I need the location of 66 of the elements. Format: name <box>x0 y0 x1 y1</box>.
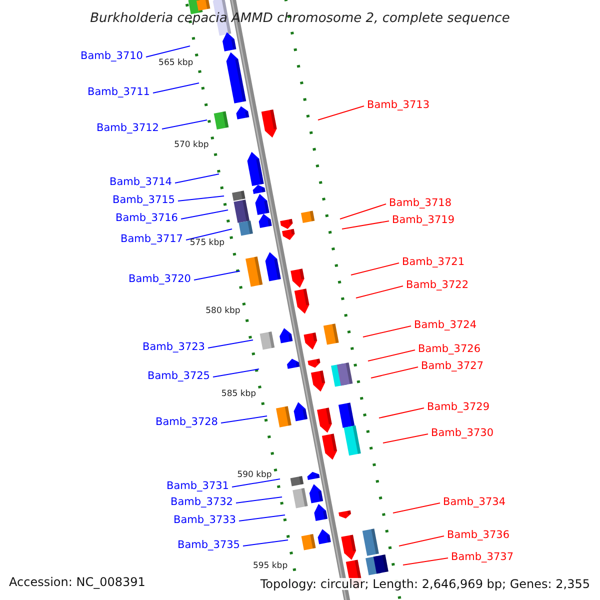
leader-line <box>186 228 232 240</box>
leader-line <box>146 46 190 58</box>
position-label: 580 kbp <box>206 307 240 316</box>
sequence-info-note: Topology: circular; Length: 2,646,969 bp; Genes: 2,355 <box>258 578 592 590</box>
leader-line <box>398 536 444 546</box>
gene-label: Bamb_3712 <box>96 123 159 134</box>
leader-line <box>392 502 440 514</box>
leader-line <box>152 82 200 94</box>
gene-label: Bamb_3730 <box>431 428 494 438</box>
leader-line <box>212 368 260 378</box>
gene-label: Bamb_3731 <box>166 481 229 492</box>
position-label: 570 kbp <box>174 141 209 150</box>
leader-line <box>370 366 418 378</box>
gene-label: Bamb_3725 <box>147 371 210 382</box>
leader-line <box>382 434 428 444</box>
gene-label: Bamb_3723 <box>142 342 205 352</box>
gene-label: Bamb_3726 <box>418 344 481 354</box>
leader-line <box>238 514 286 522</box>
gene-label: Bamb_3736 <box>447 530 510 540</box>
gene-label: Bamb_3717 <box>120 234 183 244</box>
leader-line <box>342 220 390 230</box>
gene-label: Bamb_3729 <box>427 402 490 412</box>
position-label: 590 kbp <box>237 471 272 480</box>
gene-label: Bamb_3720 <box>128 274 191 284</box>
leader-line <box>232 478 280 488</box>
gene-label: Bamb_3716 <box>115 213 178 224</box>
gene-label: Bamb_3710 <box>80 51 143 62</box>
gene-label: Bamb_3719 <box>392 215 455 226</box>
leader-line <box>340 204 386 220</box>
leader-line <box>194 270 240 280</box>
title: Burkholderia cepacia AMMD chromosome 2, complete sequence <box>89 12 511 25</box>
leader-line <box>242 540 288 546</box>
gene-label: Bamb_3718 <box>389 198 452 208</box>
gene-label: Bamb_3734 <box>443 497 506 508</box>
gene-label: Bamb_3713 <box>367 100 430 110</box>
leader-line <box>318 106 364 120</box>
gene-label: Bamb_3732 <box>170 497 233 508</box>
position-label: 565 kbp <box>158 59 194 68</box>
position-label: 595 kbp <box>252 562 288 570</box>
accession-note: Accession: NC_008391 <box>9 576 146 588</box>
gene-label: Bamb_3728 <box>155 417 218 428</box>
leader-line <box>162 120 208 130</box>
leader-line <box>350 262 400 276</box>
leader-line <box>178 196 224 202</box>
gene-label: Bamb_3724 <box>414 320 477 330</box>
position-label: 585 kbp <box>221 390 256 398</box>
gene-label: Bamb_3733 <box>173 515 236 526</box>
gene-label: Bamb_3735 <box>177 540 240 550</box>
gene-label: Bamb_3721 <box>402 257 465 268</box>
leader-line <box>220 416 268 424</box>
leader-line <box>362 326 412 338</box>
leader-line <box>208 340 254 348</box>
leader-line <box>356 286 404 298</box>
leader-line <box>236 496 282 504</box>
gene-label: Bamb_3737 <box>451 552 514 562</box>
gene-label: Bamb_3722 <box>406 280 469 290</box>
leader-line <box>402 558 448 566</box>
leader-line <box>368 350 416 362</box>
gene-label: Bamb_3727 <box>421 361 484 372</box>
gene-label: Bamb_3711 <box>87 87 150 98</box>
leader-line <box>174 174 220 184</box>
gene-label: Bamb_3714 <box>109 177 172 188</box>
leader-line <box>180 210 228 220</box>
leader-line <box>378 408 424 418</box>
position-label: 575 kbp <box>190 239 225 248</box>
gene-label: Bamb_3715 <box>112 195 175 206</box>
